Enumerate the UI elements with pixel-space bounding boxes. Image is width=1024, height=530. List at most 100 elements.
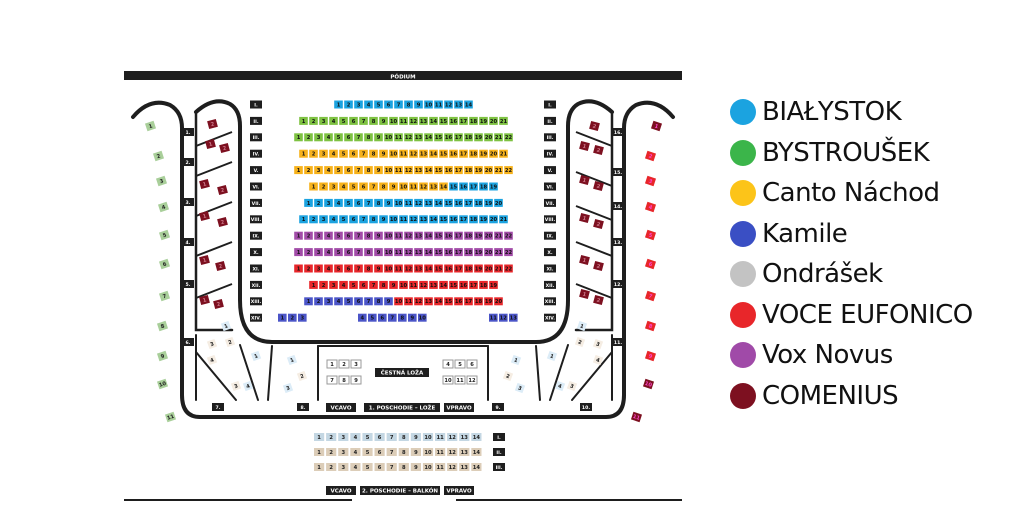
stage-label: PÓDIUM [390,74,415,81]
legend-label: Ondrášek [762,259,883,290]
balcony-seat: 9 [410,433,421,441]
seat-number: 10 [400,184,408,190]
seat-box [434,248,443,257]
seat: 19 [489,280,498,289]
label-bg [250,116,262,125]
seat: 11 [404,198,413,207]
seat-box [424,248,433,257]
legend-item: BIAŁYSTOK [722,92,1022,133]
seat-box [156,350,169,362]
seat: 11 [399,149,408,158]
label-bg [544,313,556,322]
seat-box [144,120,157,132]
seat-number: 1 [302,119,306,125]
seat-box [459,116,468,125]
row-label-right: IX. [544,231,556,240]
comenius-seat: 1 [205,138,216,150]
seat-number: 5 [342,152,346,158]
seat-box [454,375,466,385]
seat-box [449,280,458,289]
seat-number: 4 [595,357,601,364]
seat-box [439,182,448,191]
seat-number: 18 [470,217,478,223]
label-bg [182,128,194,136]
seat-number: 6 [648,261,654,268]
label-text: VI. [252,184,259,190]
seat-box [158,290,171,302]
seat-box [489,182,498,191]
seat-box [156,378,169,390]
seat-box [589,120,600,132]
seat-box [418,313,427,322]
seat-box [224,336,236,348]
seat-number: 6 [352,217,356,223]
seat-box [464,166,473,175]
seat-number: 8 [382,283,386,289]
seat-number: 8 [367,234,371,240]
seat: 12 [444,100,453,109]
seat-box [479,280,488,289]
seat-number: 16 [455,201,463,207]
outer-seat-left: 5 [158,229,171,241]
seat-box [324,198,333,207]
seat-box [304,297,313,306]
seat-number: 17 [455,266,463,272]
label-bg [182,198,194,206]
seat: 15 [434,166,443,175]
label-text: III. [253,135,260,141]
seat: 12 [404,231,413,240]
seat: 7 [394,100,403,109]
seat-box [344,264,353,273]
seat-number: 11 [395,234,403,240]
seat-number: 13 [430,184,438,190]
seat: 20 [489,116,498,125]
seat: 17 [469,182,478,191]
seat-box [358,313,367,322]
seat-box [484,264,493,273]
balcony-seat: 3 [338,463,349,471]
seat: 17 [459,149,468,158]
seat-box [294,166,303,175]
balcony-seat: 14 [471,448,482,456]
balcony-seat: 14 [471,433,482,441]
seat-number: 19 [490,184,498,190]
seat-box [414,297,423,306]
seat-number: 14 [425,250,433,256]
seat-number: 1 [317,435,321,441]
label-bg [544,100,556,109]
seat: 20 [489,149,498,158]
seat-number: 1 [297,266,301,272]
balcony-seat: 1 [314,463,325,471]
second-floor-left-bg [326,486,356,495]
comenius-seat: 1 [199,294,210,306]
seat-box [319,280,328,289]
seat: 18 [464,248,473,257]
seat-box [474,166,483,175]
seat-number: 4 [210,357,216,364]
balcony-seat: 3 [338,433,349,441]
legend-item: Ondrášek [722,254,1022,295]
seat: 15 [439,116,448,125]
seat: 1 [294,166,303,175]
seat-box [362,463,373,471]
seat-number: 9 [377,168,381,174]
seat-box [379,280,388,289]
seat-box [435,448,446,456]
seat-box [444,297,453,306]
seat-box [334,248,343,257]
seat: 17 [454,231,463,240]
seat-number: 2 [329,450,333,456]
seat: 1 [294,231,303,240]
seat-number: 14 [435,299,443,305]
label-text: VIII. [251,217,262,223]
seat: 21 [494,231,503,240]
seat-box [324,231,333,240]
seat-number: 2 [307,135,311,141]
balcony-seat: 13 [459,433,470,441]
seat-box [157,201,170,213]
label-text: II. [496,450,501,456]
seat-number: 2 [596,183,601,190]
row-label-left: XIII. [250,297,262,306]
